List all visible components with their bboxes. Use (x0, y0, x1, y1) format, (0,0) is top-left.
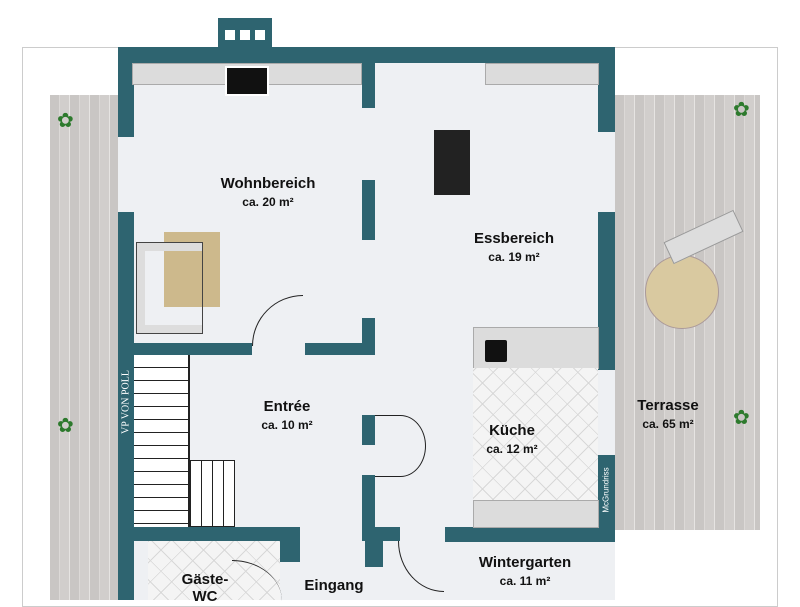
wall-bottom (280, 527, 300, 562)
wall-top (118, 47, 615, 63)
plant-icon: ✿ (57, 110, 74, 132)
wall-left (118, 47, 134, 137)
plant-icon: ✿ (57, 415, 74, 437)
sofa (136, 242, 203, 334)
wall-mid (362, 415, 375, 445)
room-label-eingang: Eingang (304, 577, 364, 594)
wall-wintergarten (445, 527, 615, 542)
wall-right (598, 47, 615, 132)
wall-living-h (134, 343, 252, 355)
wall-mid (362, 63, 375, 108)
staircase (134, 355, 190, 527)
plant-icon: ✿ (733, 99, 750, 121)
sideboard-dining (485, 63, 599, 85)
parasol (645, 255, 719, 329)
dining-table (434, 130, 470, 195)
plant-icon: ✿ (733, 407, 750, 429)
wall-living-h (305, 343, 375, 355)
logo-panel (118, 350, 134, 455)
cooktop-icon (485, 340, 507, 362)
wall-mid (362, 180, 375, 240)
door-kitchen[interactable] (375, 415, 426, 477)
mcgrundriss-credit: McGrundriss (601, 467, 611, 513)
wall-wc (118, 540, 134, 600)
vonpoll-logo: VP VON POLL (120, 370, 132, 434)
fireplace-icon (225, 66, 269, 96)
wall-bottom (365, 527, 383, 567)
left-deck (50, 95, 118, 600)
kitchen-sink-counter (473, 500, 599, 528)
wall-mid (362, 475, 375, 540)
wall-bottom (118, 527, 300, 541)
wall-right (598, 455, 615, 530)
kitchen-tiles (473, 368, 598, 500)
wall-right (598, 212, 615, 370)
